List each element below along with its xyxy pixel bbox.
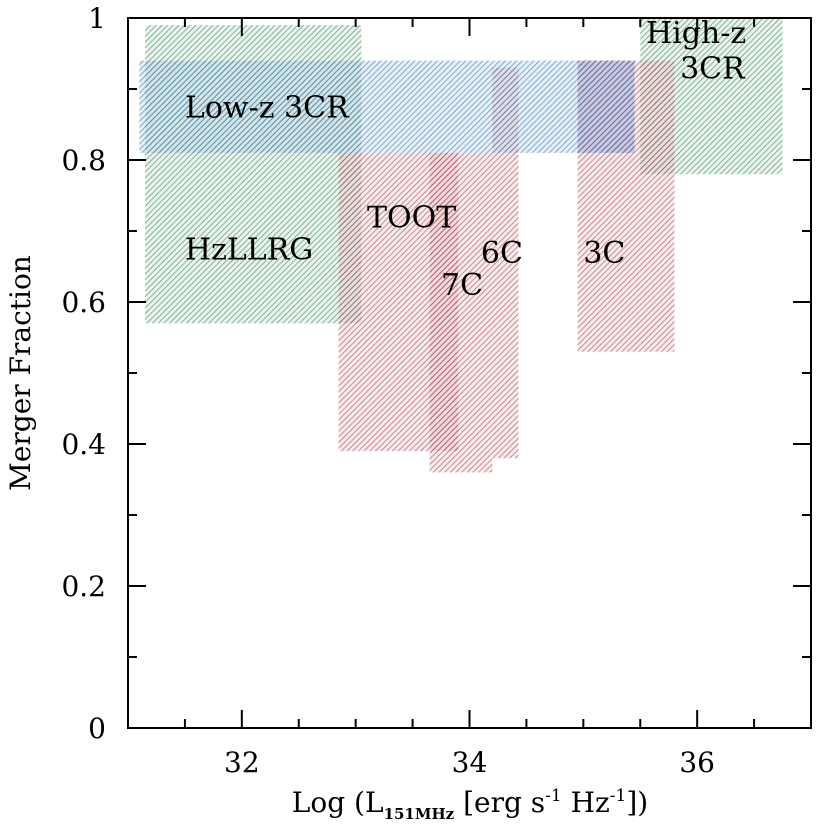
region-label: HzLLRG <box>185 232 313 267</box>
y-tick-label: 1 <box>88 2 106 35</box>
region-label: 3CR <box>680 51 746 86</box>
region-label: TOOT <box>367 200 456 235</box>
y-tick-label: 0.8 <box>61 144 106 177</box>
axis-ticks <box>128 18 811 728</box>
region-label: 3C <box>583 236 625 271</box>
region-label: High-z <box>646 16 746 51</box>
region-label: 6C <box>481 236 523 271</box>
x-tick-label: 34 <box>452 746 488 779</box>
y-axis-title: Merger Fraction <box>4 255 37 491</box>
region-low-z-3cr <box>139 60 635 153</box>
x-tick-label: 36 <box>679 746 715 779</box>
data-regions <box>139 18 783 473</box>
region-label: 7C <box>441 268 483 303</box>
region-label: Low-z 3CR <box>185 90 350 125</box>
y-tick-label: 0.4 <box>61 428 106 461</box>
x-tick-label: 32 <box>224 746 260 779</box>
x-axis-title: Log (L151MHz [erg s-1 Hz-1]) <box>292 786 648 823</box>
y-tick-label: 0.2 <box>61 570 106 603</box>
region-7c <box>429 152 493 473</box>
y-tick-label: 0 <box>88 712 106 745</box>
y-tick-label: 0.6 <box>61 286 106 319</box>
axis-tick-labels: 32 34 36 0 0.2 0.4 0.6 0.8 1 <box>61 2 715 779</box>
